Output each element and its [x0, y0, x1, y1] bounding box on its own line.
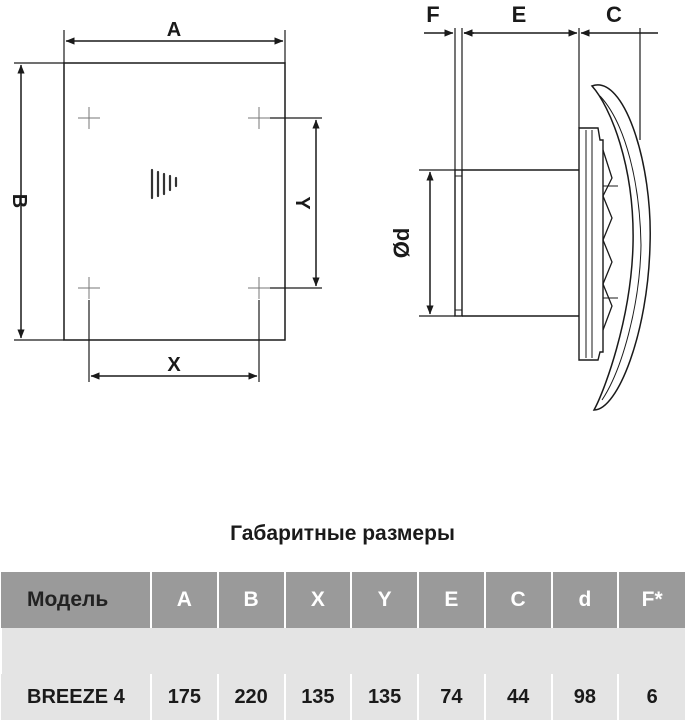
- side-view: [419, 28, 658, 411]
- label-b: B: [8, 194, 30, 208]
- cell-model: BREEZE 4: [1, 674, 151, 720]
- side-labels: F E C Ød: [389, 2, 622, 258]
- front-view: [14, 30, 322, 382]
- header-a: A: [150, 572, 218, 628]
- side-impeller: [602, 149, 613, 331]
- header-y: Y: [350, 572, 418, 628]
- cell-a: 175: [150, 674, 218, 720]
- cell-c: 44: [483, 674, 552, 720]
- cell-y: 135: [350, 674, 418, 720]
- label-y: Y: [291, 196, 313, 210]
- mounting-hole-marks: [78, 107, 270, 299]
- label-x: X: [167, 354, 181, 376]
- logo-icon: [150, 168, 178, 200]
- cell-d: 98: [550, 674, 619, 720]
- side-front-cover: [590, 84, 651, 411]
- front-labels: A B Y X: [8, 19, 313, 376]
- cell-f: 6: [617, 674, 685, 720]
- side-housing: [578, 127, 604, 361]
- header-e: E: [417, 572, 485, 628]
- header-d: d: [550, 572, 619, 628]
- table-row: BREEZE 4 175 220 135 135 74 44 98 6: [1, 674, 685, 720]
- cell-x: 135: [283, 674, 352, 720]
- label-f: F: [426, 2, 439, 27]
- cell-b: 220: [216, 674, 285, 720]
- label-a: A: [167, 19, 181, 41]
- header-f: F*: [617, 572, 685, 628]
- section-title: Габаритные размеры: [230, 522, 455, 545]
- side-flange: [454, 169, 463, 317]
- label-e: E: [512, 2, 527, 27]
- header-c: C: [483, 572, 552, 628]
- cell-e: 74: [417, 674, 485, 720]
- label-c: C: [606, 2, 622, 27]
- front-panel-outline: [63, 62, 286, 341]
- header-x: X: [283, 572, 352, 628]
- table-header-row: Модель A B X Y E C d F*: [1, 572, 685, 628]
- header-model: Модель: [1, 572, 151, 628]
- dimension-drawing: A B Y X: [8, 2, 658, 411]
- dimensions-table: Модель A B X Y E C d F* BREEZE 4 175 220…: [0, 572, 685, 720]
- label-d: Ød: [389, 228, 414, 259]
- header-b: B: [216, 572, 285, 628]
